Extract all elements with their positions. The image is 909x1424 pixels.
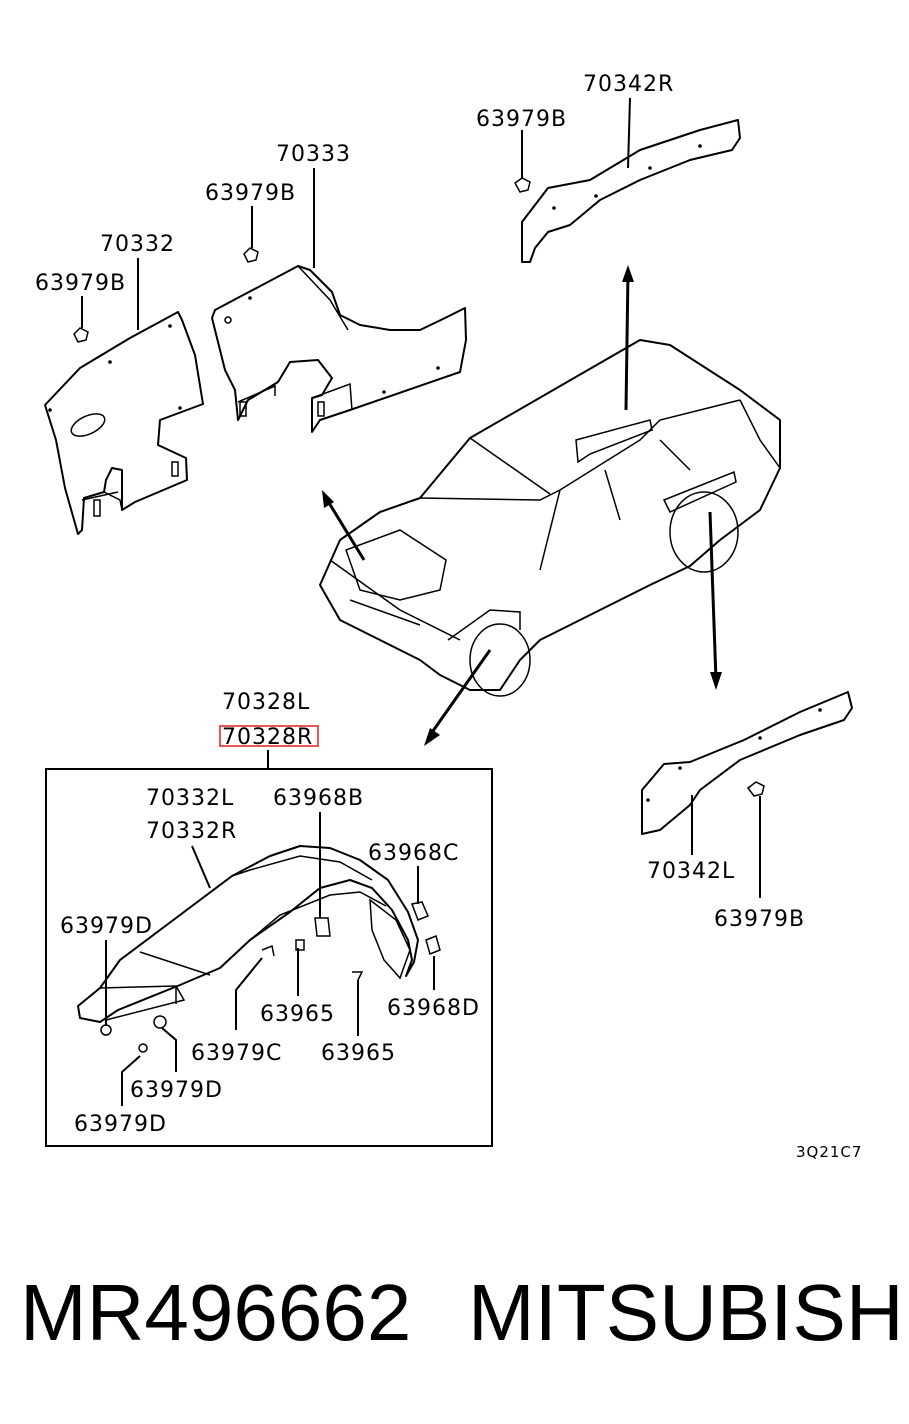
label-70328l: 70328L (222, 690, 310, 715)
label-63968b: 63968B (273, 786, 364, 811)
car-outline (319, 339, 781, 697)
clip-63979b-a-icon (514, 177, 531, 193)
label-63979c: 63979C (191, 1041, 282, 1066)
label-63979d-c: 63979D (74, 1112, 167, 1137)
label-70332: 70332 (100, 232, 175, 257)
label-70332r: 70332R (146, 819, 237, 844)
label-70328r: 70328R (222, 725, 313, 750)
label-63979b-c: 63979B (35, 271, 126, 296)
arrows (322, 265, 722, 746)
label-63979b-d: 63979B (714, 907, 805, 932)
label-63965-a: 63965 (260, 1002, 335, 1027)
clip-63979b-d-icon (746, 781, 765, 797)
diagram-code: 3Q21C7 (796, 1143, 862, 1161)
label-70333: 70333 (276, 142, 351, 167)
part-70332-shape (44, 311, 204, 535)
clip-63979b-c-icon (73, 327, 89, 343)
part-70342l-shape (641, 691, 853, 835)
label-63979d-b: 63979D (130, 1078, 223, 1103)
label-63979b-a: 63979B (476, 107, 567, 132)
fender-liner-shape (77, 845, 441, 1053)
label-70342r: 70342R (583, 72, 674, 97)
leader-lines (81, 97, 761, 1106)
label-70332l: 70332L (146, 786, 234, 811)
label-63979b-b: 63979B (205, 181, 296, 206)
label-70342l: 70342L (647, 859, 735, 884)
inset-frame (45, 768, 493, 1147)
highlight-box-70328r (219, 725, 319, 747)
clip-63979b-b-icon (243, 247, 259, 263)
label-63979d-a: 63979D (60, 914, 153, 939)
part-70333-shape (211, 265, 467, 433)
label-63968d: 63968D (387, 996, 480, 1021)
footer-part-number: MR496662 (20, 1268, 411, 1357)
footer-brand: MITSUBISHI (468, 1268, 909, 1357)
label-63968c: 63968C (368, 841, 459, 866)
label-63965-b: 63965 (321, 1041, 396, 1066)
part-70342r-shape (521, 119, 741, 263)
